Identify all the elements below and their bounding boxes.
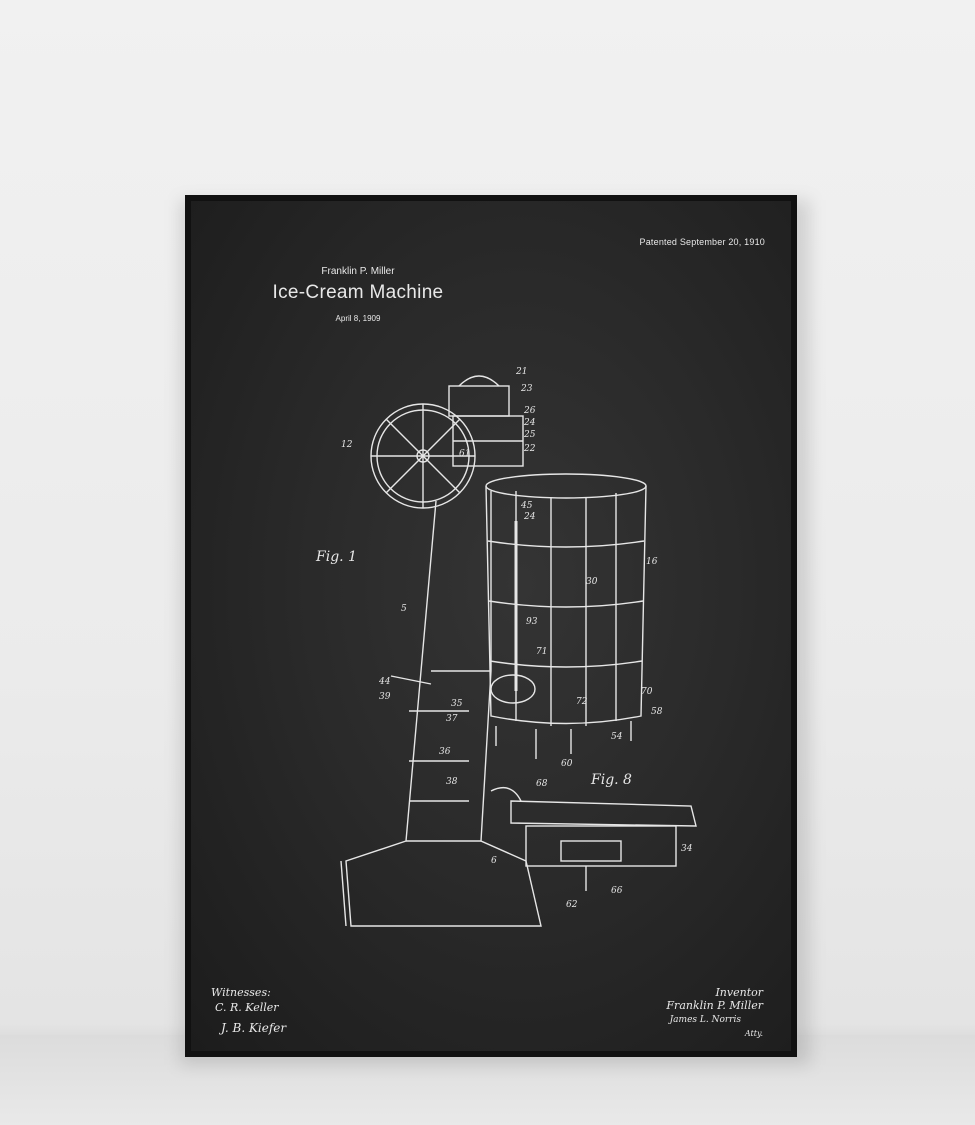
ref-number: 36 xyxy=(439,747,451,757)
figure-8-label: Fig. 8 xyxy=(590,772,632,788)
poster-frame: Patented September 20, 1910 Franklin P. … xyxy=(185,195,797,1057)
patent-date: Patented September 20, 1910 xyxy=(639,237,765,247)
ice-cream-tub xyxy=(485,473,647,759)
ref-number: 60 xyxy=(561,759,573,769)
inventor-signature: Franklin P. Miller xyxy=(666,999,763,1012)
ref-number: 66 xyxy=(611,886,623,896)
ref-number: 61 xyxy=(459,449,470,459)
inventor-name: Franklin P. Miller xyxy=(321,266,395,277)
ref-number: 12 xyxy=(341,440,353,450)
patent-poster: Patented September 20, 1910 Franklin P. … xyxy=(191,201,791,1051)
figure-1-label: Fig. 1 xyxy=(315,549,357,565)
ref-number: 22 xyxy=(523,444,536,454)
patent-drawing: Fig. 1 Fig. 8 21 23 26 24 25 22 12 61 5 … xyxy=(315,367,697,927)
ref-number: 6 xyxy=(491,856,497,866)
ref-number: 34 xyxy=(681,844,693,854)
witness-1-signature: C. R. Keller xyxy=(215,1001,279,1014)
column xyxy=(340,491,542,927)
ref-number: 21 xyxy=(515,367,527,377)
ref-number: 16 xyxy=(646,557,658,567)
ref-number: 37 xyxy=(446,714,458,724)
ref-number: 44 xyxy=(378,677,391,687)
witnesses-label: Witnesses: xyxy=(211,986,271,999)
ref-number: 58 xyxy=(651,707,663,717)
ref-number: 45 xyxy=(520,501,533,511)
ref-number: 38 xyxy=(446,777,458,787)
ref-number: 39 xyxy=(379,692,391,702)
ref-number: 30 xyxy=(586,577,598,587)
ref-number: 71 xyxy=(536,647,547,657)
ref-number: 5 xyxy=(401,604,407,614)
gear-head xyxy=(448,375,524,467)
figure-8-detail xyxy=(490,787,697,891)
ref-number: 24 xyxy=(523,512,536,522)
ref-number: 62 xyxy=(566,900,578,910)
poster-title: Ice-Cream Machine xyxy=(272,282,444,303)
ref-number: 25 xyxy=(523,430,536,440)
ref-number: 72 xyxy=(576,697,588,707)
crank-wheel xyxy=(370,403,476,509)
inventor-label: Inventor xyxy=(715,986,763,999)
attorney-label: Atty. xyxy=(744,1029,763,1038)
ref-number: 68 xyxy=(536,779,548,789)
attorney-signature: James L. Norris xyxy=(669,1015,741,1025)
ref-number: 35 xyxy=(451,699,463,709)
ref-number: 24 xyxy=(523,418,536,428)
ref-number: 23 xyxy=(520,384,533,394)
ref-number: 26 xyxy=(523,406,536,416)
ref-number: 93 xyxy=(526,617,538,627)
ref-number: 54 xyxy=(611,732,623,742)
witness-2-signature: J. B. Kiefer xyxy=(221,1021,287,1035)
filed-date: April 8, 1909 xyxy=(335,314,381,323)
ref-number: 70 xyxy=(641,687,653,697)
